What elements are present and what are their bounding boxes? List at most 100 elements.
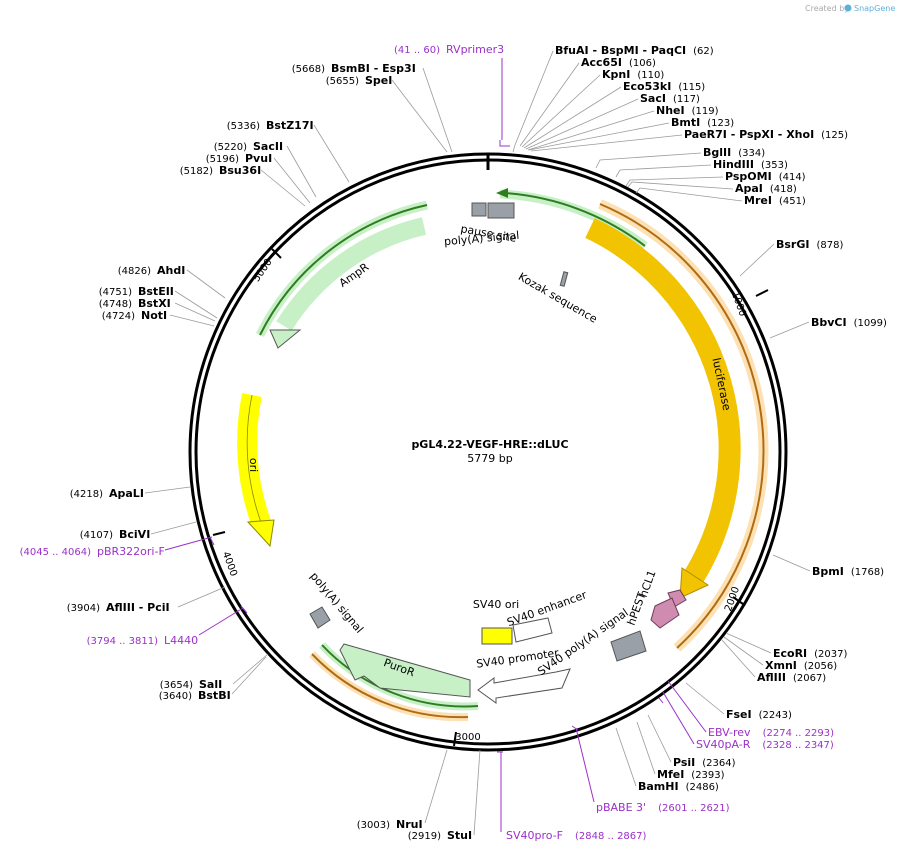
- site-position: (2037): [814, 649, 847, 660]
- restriction-site: PsiI (2364): [673, 756, 736, 769]
- site-name: BstEII: [138, 285, 174, 298]
- site-position: (2067): [793, 673, 826, 684]
- sv40-polya-signal-box: [610, 630, 647, 662]
- site-name-part: ApaLI: [109, 487, 144, 500]
- site-name-part: FseI: [726, 708, 752, 721]
- credit-brand: SnapGene: [854, 4, 895, 13]
- feature-label: SV40 ori: [473, 598, 519, 611]
- site-position: (4826): [118, 266, 151, 277]
- hpest-feature: [650, 597, 680, 629]
- site-name: Bsu36I: [219, 164, 261, 177]
- restriction-site: AflIII - PciI(3904): [67, 601, 170, 614]
- primer-range: (2848 .. 2867): [575, 831, 647, 842]
- site-position: (2364): [702, 758, 735, 769]
- site-name: StuI: [447, 829, 472, 842]
- restriction-site: PspOMI(414): [725, 170, 806, 183]
- primer-range: (2601 .. 2621): [658, 803, 730, 814]
- site-name: PvuI: [245, 152, 272, 165]
- site-name-part: EcoRI: [773, 647, 807, 660]
- feature-label: poly(A) signal: [444, 229, 520, 249]
- primer: (41 .. 60)RVprimer3: [394, 43, 504, 56]
- site-name-part: - Esp3I: [370, 62, 416, 75]
- restriction-site: BglII (334): [703, 146, 765, 159]
- puror-polya-box: [309, 606, 331, 629]
- site-name: KpnI: [602, 68, 630, 81]
- site-name: BciVI: [119, 528, 150, 541]
- site-name-part: BstXI: [138, 297, 171, 310]
- restriction-site: BmtI(123): [671, 116, 734, 129]
- restriction-site: Bsu36I(5182): [180, 164, 261, 177]
- site-name-part: AhdI: [157, 264, 185, 277]
- site-position: (334): [738, 148, 765, 159]
- site-name-part: AflIII: [106, 601, 135, 614]
- restriction-site: AhdI (4826): [118, 264, 186, 277]
- site-name: NruI: [396, 818, 423, 831]
- restriction-site: NotI(4724): [102, 309, 167, 322]
- site-name-part: SpeI: [365, 74, 392, 87]
- site-name-part: PsiI: [673, 756, 695, 769]
- restriction-site: BsmBI - Esp3I(5668): [292, 62, 416, 75]
- site-position: (5196): [206, 154, 239, 165]
- site-name-part: BstZ17I: [266, 119, 314, 132]
- site-name: BsmBI - Esp3I: [331, 62, 416, 75]
- restriction-site: BstEII (4751): [99, 285, 174, 298]
- site-position: (5336): [227, 121, 260, 132]
- site-name-part: Bsu36I: [219, 164, 261, 177]
- tick-3000: [453, 731, 457, 747]
- site-name-part: BfuAI: [555, 44, 589, 57]
- restriction-site-labels: BfuAI - BspMI - PaqCI(62)Acc65I(106)KpnI…: [67, 44, 887, 842]
- leader-lines: [144, 50, 811, 836]
- primer-name: pBR322ori-F: [97, 545, 165, 558]
- restriction-site: FseI(2243): [726, 708, 792, 721]
- plasmid-name: pGL4.22-VEGF-HRE::dLUC: [411, 438, 568, 451]
- site-name: SacII: [253, 140, 283, 153]
- primer: SV40pro-F (2848 .. 2867): [506, 829, 647, 842]
- site-position: (1768): [851, 567, 884, 578]
- site-position: (4107): [80, 530, 113, 541]
- luciferase-outer-line: [599, 203, 765, 649]
- site-name: NheI: [656, 104, 685, 117]
- primer: EBV-rev(2274 .. 2293): [708, 726, 834, 739]
- ampr-arrowhead: [269, 329, 302, 349]
- ori-arrowhead: [246, 519, 275, 548]
- site-name-part: BpmI: [812, 565, 844, 578]
- restriction-site: SacI(117): [640, 92, 700, 105]
- site-name: BstBI: [198, 689, 231, 702]
- luciferase-arrowhead: [679, 567, 710, 599]
- site-name-part: BsrGI: [776, 238, 809, 251]
- site-position: (1099): [854, 318, 887, 329]
- tick-label: 5000: [251, 257, 275, 284]
- ampr-arrow-body: [276, 217, 427, 331]
- site-name: FseI: [726, 708, 752, 721]
- site-position: (125): [821, 130, 848, 141]
- restriction-site: NruI(3003): [357, 818, 423, 831]
- luciferase-arrow-body: [585, 218, 741, 584]
- site-name: PaeR7I - PspXI - XhoI: [684, 128, 814, 141]
- primer-name: SV40pro-F: [506, 829, 563, 842]
- site-position: (878): [816, 240, 843, 251]
- site-name: ApaLI: [109, 487, 144, 500]
- restriction-site: NheI(119): [656, 104, 719, 117]
- feature-label: hPEST: [625, 590, 649, 627]
- top-green-arc: [503, 192, 646, 247]
- site-name: MfeI: [657, 768, 684, 781]
- ampr-outer-line: [259, 204, 428, 336]
- site-position: (2919): [408, 831, 441, 842]
- site-name: BfuAI - BspMI - PaqCI: [555, 44, 686, 57]
- site-name-part: BmtI: [671, 116, 700, 129]
- tick-5000: [271, 248, 282, 259]
- restriction-site: SalI(3654): [160, 678, 222, 691]
- site-position: (3640): [159, 691, 192, 702]
- site-name-part: Acc65I: [581, 56, 622, 69]
- site-position: (4751): [99, 287, 132, 298]
- kozak-sequence-mark: [559, 271, 569, 287]
- primer-name: pBABE 3': [596, 801, 646, 814]
- primer: (3794 .. 3811)L4440: [87, 634, 199, 647]
- primer: pBABE 3' (2601 .. 2621): [596, 801, 730, 814]
- restriction-site: PvuI (5196): [206, 152, 272, 165]
- restriction-site: BsrGI (878): [776, 238, 843, 251]
- site-position: (5655): [326, 76, 359, 87]
- site-position: (5220): [214, 142, 247, 153]
- site-name: BglII: [703, 146, 731, 159]
